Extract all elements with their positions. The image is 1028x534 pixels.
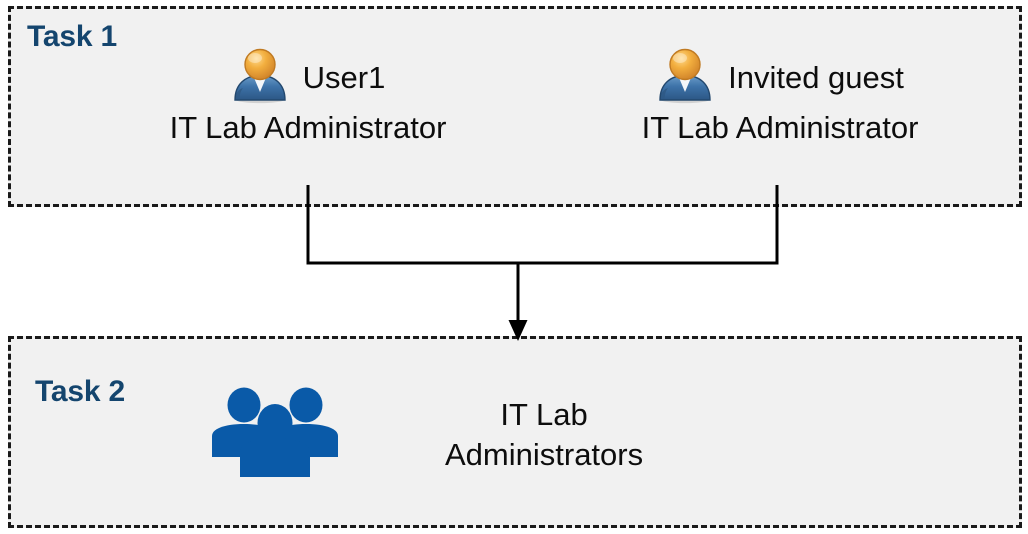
task-2-container [8, 336, 1022, 528]
task-2-label: Task 2 [35, 375, 125, 408]
group-name: IT Lab Administrators [445, 395, 643, 475]
task-1-label: Task 1 [27, 20, 117, 53]
task-1-container [8, 6, 1022, 207]
group-name-line-2: Administrators [445, 437, 644, 472]
person-invited-guest: Invited guest IT Lab Administrator [580, 48, 980, 148]
person-invited-guest-role: IT Lab Administrator [641, 110, 919, 145]
user-icon [231, 48, 289, 109]
user-icon [656, 48, 714, 109]
users-group-icon [210, 387, 340, 484]
group-name-line-1: IT Lab [500, 397, 588, 432]
person-user1: User1 IT Lab Administrator [128, 48, 488, 148]
person-invited-guest-name: Invited guest [728, 60, 904, 95]
person-user1-role: IT Lab Administrator [169, 110, 447, 145]
group-entry: IT Lab Administrators [150, 380, 770, 490]
person-user1-header: User1 [128, 48, 488, 109]
person-user1-name: User1 [302, 60, 386, 95]
person-invited-guest-header: Invited guest [580, 48, 980, 109]
